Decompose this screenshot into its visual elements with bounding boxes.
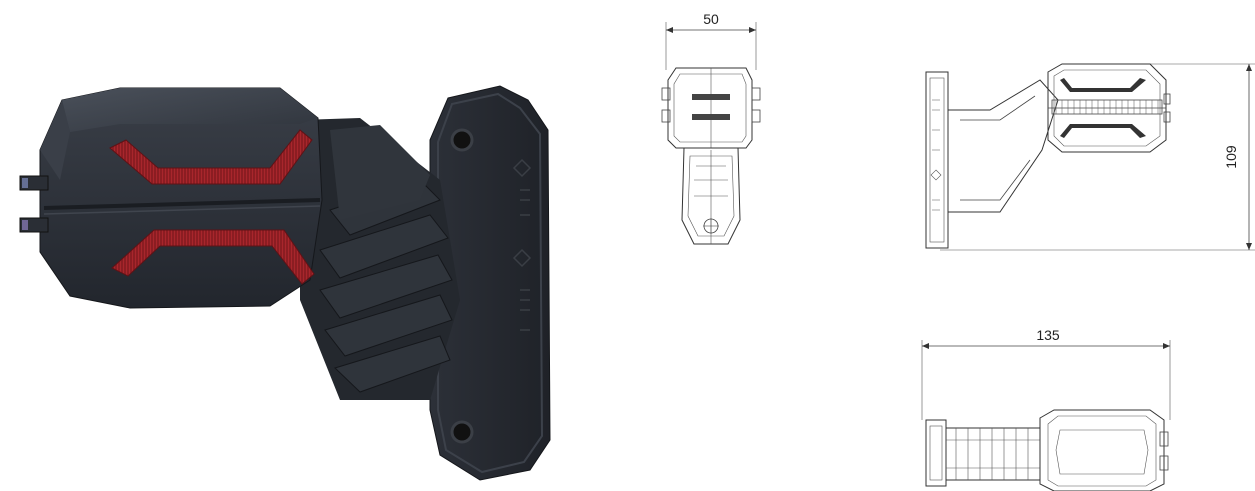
lamp-head: [19, 87, 323, 309]
front-view-drawing: 50: [661, 11, 761, 245]
upper-red-lens: [109, 129, 313, 185]
top-view-drawing: 135: [921, 327, 1171, 491]
ribbed-arm: [300, 118, 460, 400]
lower-mounting-hole: [450, 420, 474, 444]
top-length-dimension: 135: [1036, 327, 1060, 343]
lower-red-lens: [111, 229, 315, 285]
side-view-drawing: 109: [925, 63, 1255, 251]
side-height-dimension: 109: [1223, 145, 1239, 169]
lamp-photo: [19, 85, 551, 481]
plate-embossing: [512, 158, 532, 331]
front-width-dimension: 50: [703, 11, 719, 27]
upper-mounting-hole: [450, 128, 474, 152]
